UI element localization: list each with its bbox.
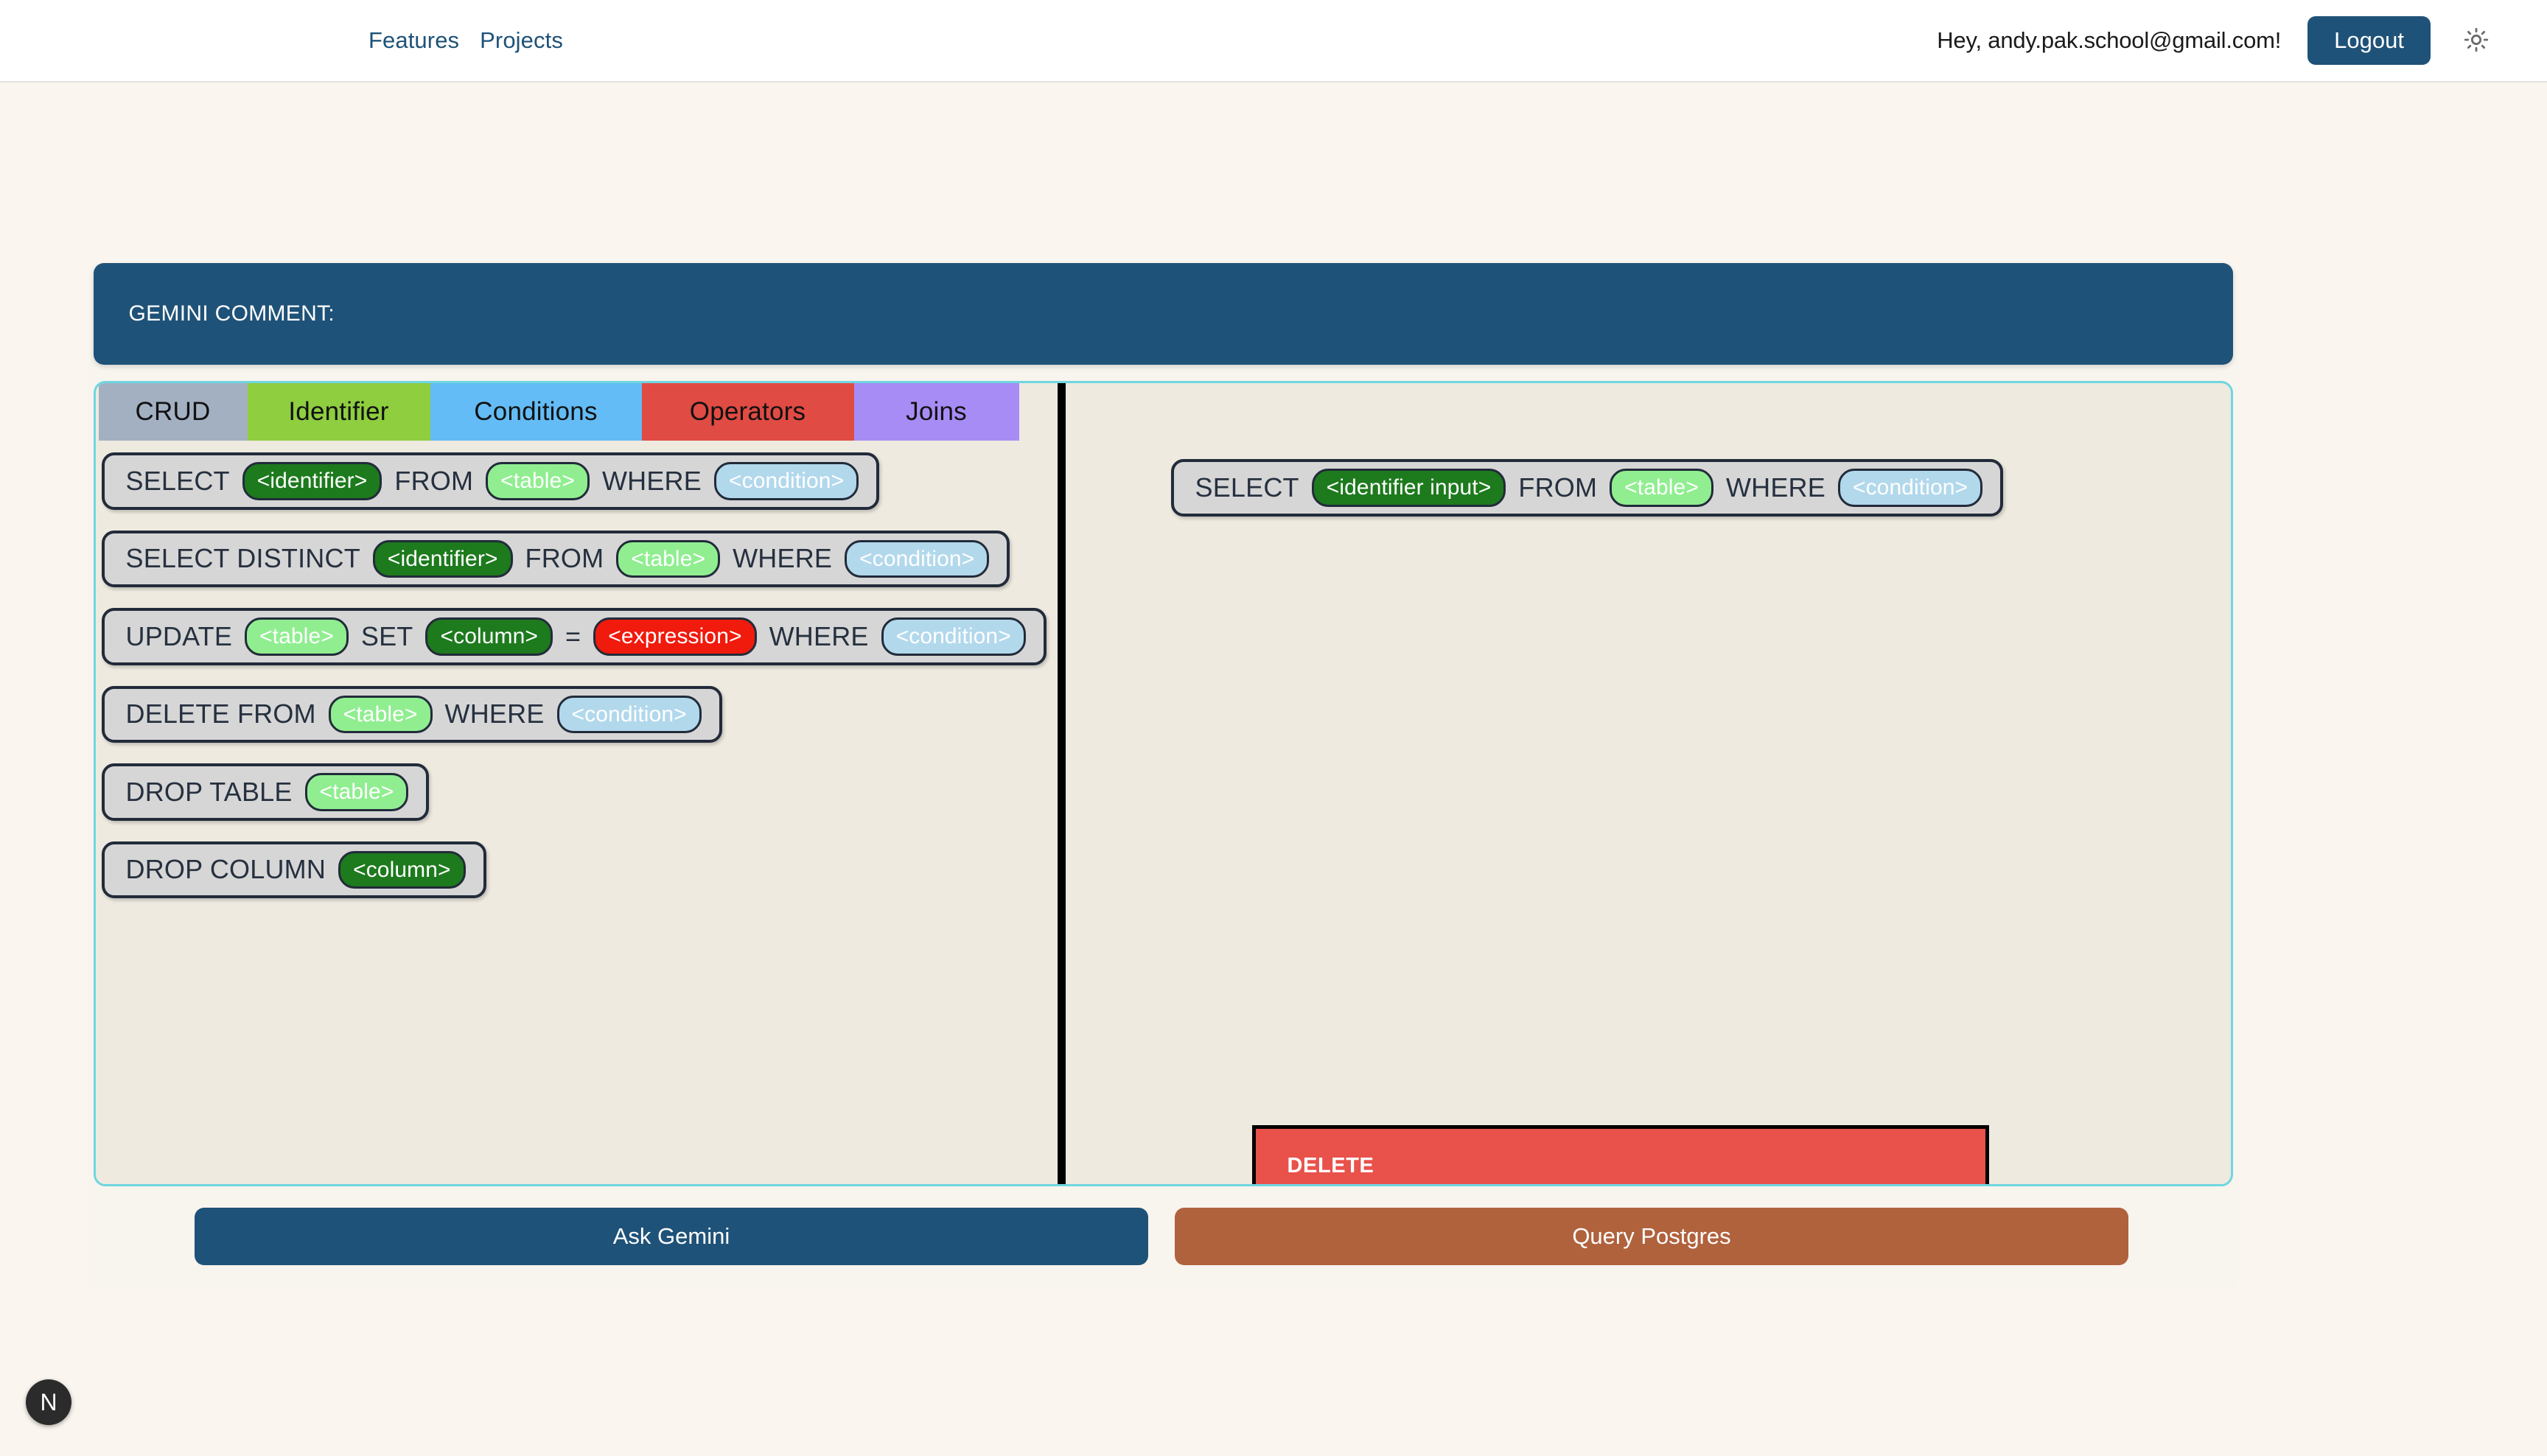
sql-keyword: WHERE bbox=[733, 543, 833, 574]
logout-button[interactable]: Logout bbox=[2307, 15, 2431, 66]
sql-slot-condition[interactable]: <condition> bbox=[845, 539, 990, 578]
sql-keyword: DELETE FROM bbox=[125, 699, 316, 729]
user-greeting: Hey, andy.pak.school@gmail.com! bbox=[1937, 27, 2282, 53]
category-tab-crud[interactable]: CRUD bbox=[98, 383, 248, 441]
category-tab-bar: CRUD Identifier Conditions Operators Joi… bbox=[98, 383, 1042, 441]
nav-user-area: Hey, andy.pak.school@gmail.com! Logout bbox=[1937, 15, 2495, 66]
palette-block-list: SELECT <identifier> FROM <table> WHERE <condi… bbox=[96, 441, 1058, 919]
sql-keyword: DROP TABLE bbox=[125, 776, 293, 807]
sql-slot-identifier[interactable]: <identifier> bbox=[242, 462, 382, 500]
sql-slot-table[interactable]: <table> bbox=[616, 539, 721, 578]
sql-keyword: SELECT bbox=[125, 465, 230, 496]
delete-drop-zone-label: DELETE bbox=[1287, 1153, 1374, 1177]
sql-keyword: = bbox=[565, 620, 581, 651]
sun-icon bbox=[2464, 27, 2489, 55]
nav-link-projects[interactable]: Projects bbox=[480, 27, 563, 53]
sql-block-select-distinct[interactable]: SELECT DISTINCT <identifier> FROM <table> WH… bbox=[101, 530, 1010, 587]
sql-block-delete-from[interactable]: DELETE FROM <table> WHERE <condition> bbox=[101, 685, 722, 743]
workspace-panel: CRUD Identifier Conditions Operators Joi… bbox=[93, 381, 2233, 1186]
query-canvas[interactable]: SELECT <identifier input> FROM <table> WHERE… bbox=[1066, 383, 2231, 1184]
sql-slot-expression[interactable]: <expression> bbox=[593, 617, 757, 656]
sql-keyword: UPDATE bbox=[125, 620, 233, 651]
gemini-comment-label: GEMINI COMMENT: bbox=[128, 301, 335, 326]
sql-slot-identifier[interactable]: <identifier input> bbox=[1311, 469, 1506, 507]
sql-keyword: WHERE bbox=[444, 699, 545, 729]
category-tab-operators[interactable]: Operators bbox=[641, 383, 854, 441]
sql-block-canvas-select[interactable]: SELECT <identifier input> FROM <table> WHERE… bbox=[1170, 459, 2004, 517]
nav-links: Features Projects bbox=[368, 27, 563, 54]
sql-slot-table[interactable]: <table> bbox=[328, 695, 433, 733]
sql-block-drop-column[interactable]: DROP COLUMN <column> bbox=[101, 841, 486, 898]
gemini-comment-bar: GEMINI COMMENT: bbox=[93, 263, 2233, 365]
palette-row: DROP TABLE <table> bbox=[101, 763, 1058, 841]
sql-slot-identifier[interactable]: <identifier> bbox=[372, 539, 513, 578]
sql-block-drop-table[interactable]: DROP TABLE <table> bbox=[101, 763, 430, 821]
nextjs-dev-badge[interactable]: N bbox=[26, 1379, 71, 1425]
sql-keyword: FROM bbox=[525, 543, 604, 574]
sql-slot-table[interactable]: <table> bbox=[1610, 469, 1713, 507]
sql-slot-condition[interactable]: <condition> bbox=[556, 695, 702, 733]
sql-slot-table[interactable]: <table> bbox=[245, 617, 349, 656]
sql-keyword: FROM bbox=[1518, 472, 1598, 503]
sql-slot-condition[interactable]: <condition> bbox=[713, 462, 859, 500]
sql-keyword: FROM bbox=[394, 465, 474, 496]
page-body: GEMINI COMMENT: CRUD Identifier Conditio… bbox=[0, 83, 2547, 1456]
sql-slot-condition[interactable]: <condition> bbox=[881, 617, 1026, 656]
theme-toggle-button[interactable] bbox=[2457, 21, 2495, 60]
sql-block-update[interactable]: UPDATE <table> SET <column> = <expression> WHE… bbox=[101, 608, 1047, 665]
sql-keyword: SELECT DISTINCT bbox=[125, 543, 360, 574]
sql-slot-column[interactable]: <column> bbox=[338, 850, 466, 889]
sql-slot-table[interactable]: <table> bbox=[304, 773, 409, 811]
sql-keyword: WHERE bbox=[601, 465, 702, 496]
palette-row: DROP COLUMN <column> bbox=[101, 841, 1058, 920]
action-button-row: Ask Gemini Query Postgres bbox=[87, 1186, 2239, 1289]
category-tab-joins[interactable]: Joins bbox=[853, 383, 1019, 441]
delete-drop-zone[interactable]: DELETE bbox=[1251, 1125, 1989, 1184]
category-tab-identifier[interactable]: Identifier bbox=[247, 383, 430, 441]
sql-keyword: WHERE bbox=[769, 620, 869, 651]
sql-slot-table[interactable]: <table> bbox=[486, 462, 590, 500]
sql-block-select[interactable]: SELECT <identifier> FROM <table> WHERE <condi… bbox=[101, 452, 880, 510]
panel-divider[interactable] bbox=[1057, 383, 1066, 1184]
top-navbar: Features Projects Hey, andy.pak.school@g… bbox=[0, 0, 2547, 83]
sql-keyword: WHERE bbox=[1725, 472, 1825, 503]
sql-slot-condition[interactable]: <condition> bbox=[1837, 469, 1983, 507]
sql-slot-column[interactable]: <column> bbox=[425, 617, 553, 656]
palette-row: SELECT DISTINCT <identifier> FROM <table> WH… bbox=[101, 530, 1058, 609]
builder-card: GEMINI COMMENT: CRUD Identifier Conditio… bbox=[87, 263, 2239, 1289]
ask-gemini-button[interactable]: Ask Gemini bbox=[195, 1208, 1148, 1265]
category-tab-conditions[interactable]: Conditions bbox=[430, 383, 642, 441]
block-palette: CRUD Identifier Conditions Operators Joi… bbox=[96, 383, 1058, 1184]
nav-link-features[interactable]: Features bbox=[368, 27, 460, 53]
sql-keyword: DROP COLUMN bbox=[125, 854, 326, 885]
sql-keyword: SELECT bbox=[1195, 472, 1299, 503]
query-postgres-button[interactable]: Query Postgres bbox=[1175, 1208, 2128, 1265]
palette-row: SELECT <identifier> FROM <table> WHERE <condi… bbox=[101, 452, 1058, 531]
palette-row: UPDATE <table> SET <column> = <expression> WHE… bbox=[101, 608, 1058, 686]
palette-row: DELETE FROM <table> WHERE <condition> bbox=[101, 685, 1058, 764]
canvas-sql-block[interactable]: SELECT <identifier input> FROM <table> WHERE… bbox=[1170, 459, 2004, 537]
sql-keyword: SET bbox=[360, 620, 413, 651]
